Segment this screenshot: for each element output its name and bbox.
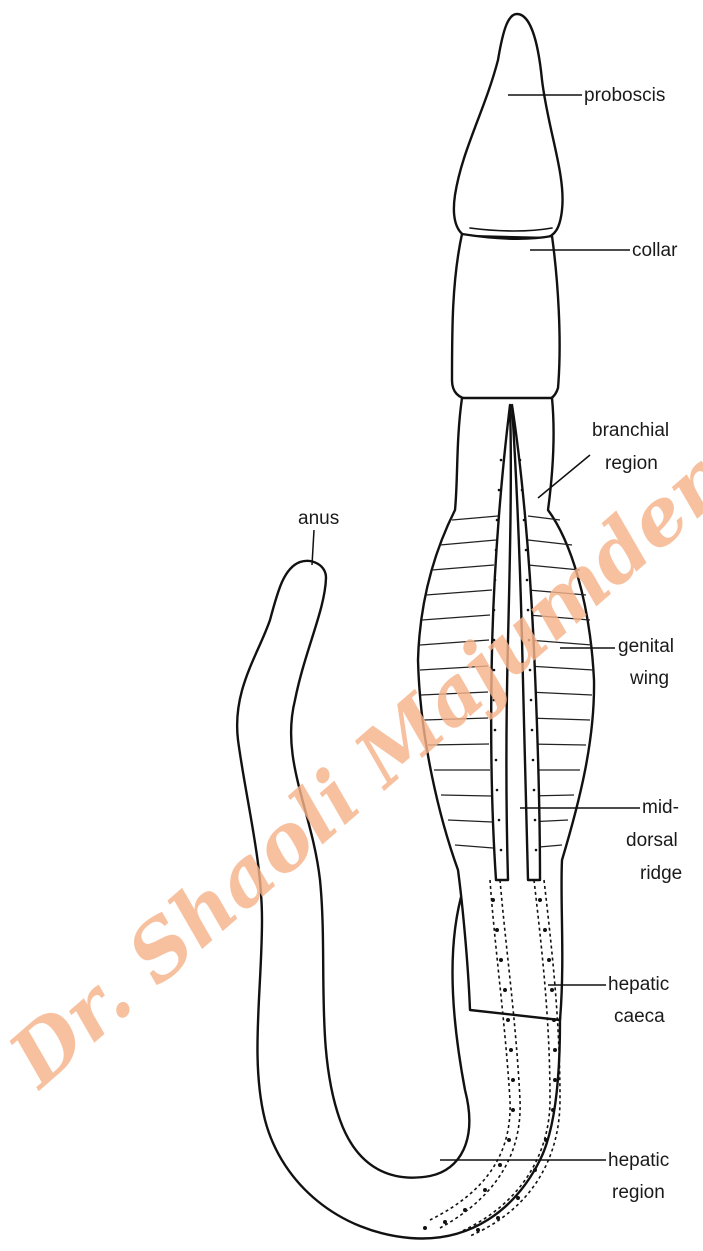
label-anus: anus xyxy=(298,508,339,529)
leader-anus xyxy=(312,530,314,565)
collar-outline xyxy=(452,234,560,402)
label-hepatic-region-line2: region xyxy=(612,1182,665,1203)
label-genital-line1: genital xyxy=(618,636,674,657)
label-genital-line2: wing xyxy=(629,668,669,689)
label-hepatic-caeca-line1: hepatic xyxy=(608,974,669,995)
label-collar: collar xyxy=(632,240,678,261)
label-middorsal-line2: dorsal xyxy=(626,830,678,851)
label-middorsal-line3: ridge xyxy=(640,863,682,884)
label-proboscis: proboscis xyxy=(584,85,665,106)
label-branchial-line1: branchial xyxy=(592,420,669,441)
label-hepatic-caeca-line2: caeca xyxy=(614,1006,665,1027)
label-hepatic-region-line1: hepatic xyxy=(608,1150,669,1171)
watermark-signature: Dr. Shaoli Majumder xyxy=(0,437,703,1106)
proboscis-outline xyxy=(454,14,563,238)
label-middorsal-line1: mid- xyxy=(642,797,679,818)
